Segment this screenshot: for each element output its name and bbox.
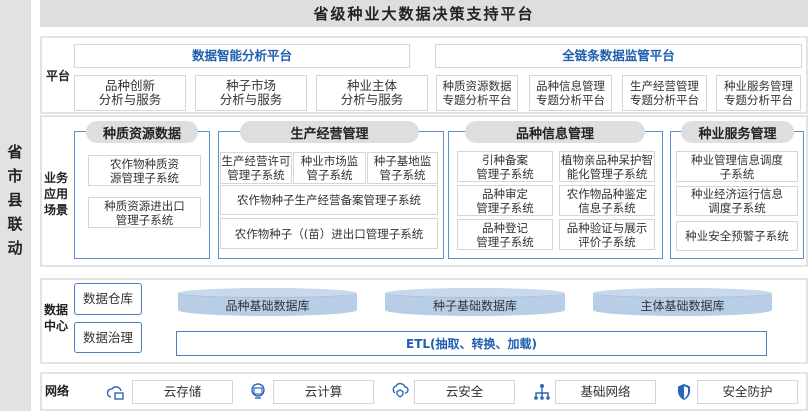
database-variety[interactable]: 品种基础数据库 (178, 288, 357, 316)
subsystem-item[interactable]: 生产经营许可 管理子系统 (220, 152, 292, 184)
platform-item[interactable]: 种质资源数据 专题分析平台 (436, 75, 518, 111)
network-label: 网络 (45, 384, 70, 398)
group-title: 生产经营管理 (240, 121, 419, 143)
subsystem-item[interactable]: 种质资源进出口 管理子系统 (88, 197, 201, 228)
group-germplasm (74, 131, 210, 259)
database-entity[interactable]: 主体基础数据库 (593, 288, 772, 316)
platform-item[interactable]: 种子市场 分析与服务 (195, 75, 307, 111)
right-platform-header: 全链条数据监管平台 (435, 44, 802, 68)
subsystem-item[interactable]: 引种备案 管理子系统 (457, 151, 553, 182)
subsystem-item[interactable]: 植物亲品种呆护智 能化管理子系统 (559, 151, 655, 182)
subsystem-item[interactable]: 品种验证与展示 评价子系统 (559, 219, 655, 250)
data-governance-box[interactable]: 数据治理 (74, 322, 142, 353)
database-seed[interactable]: 种子基础数据库 (385, 288, 565, 316)
data-center-label: 数据 中心 (44, 303, 69, 333)
subsystem-item[interactable]: 品种登记 管理子系统 (457, 219, 553, 250)
subsystem-item[interactable]: 种业安全预警子系统 (676, 221, 798, 251)
subsystem-item[interactable]: 农作物种子（(苗）进出口管理子系统 (220, 218, 438, 249)
database-label: 品种基础数据库 (225, 298, 310, 313)
subsystem-item[interactable]: 农作物种质资 源管理子系统 (88, 155, 201, 186)
side-bar (0, 0, 31, 411)
platform-item[interactable]: 种业服务管理 专题分析平台 (716, 75, 801, 111)
page-title: 省级种业大数据决策支持平台 (40, 0, 808, 27)
network-item[interactable]: 安全防护 (697, 380, 798, 404)
shield-icon (674, 382, 694, 402)
side-label: 省市县联动 (7, 143, 23, 257)
subsystem-item[interactable]: 种业经济运行信息 调度子系统 (676, 186, 798, 216)
database-label: 种子基础数据库 (432, 298, 517, 313)
subsystem-item[interactable]: 种子基地监 管子系统 (367, 152, 438, 184)
data-warehouse-box[interactable]: 数据仓库 (74, 283, 142, 315)
group-title: 种质资源数据 (86, 121, 198, 143)
network-topology-icon (532, 382, 552, 402)
business-label: 业务 应用 场景 (44, 171, 69, 217)
cloud-storage-icon (106, 382, 126, 402)
network-item[interactable]: 云计算 (273, 380, 374, 404)
platform-item[interactable]: 品种信息管理 专题分析平台 (529, 75, 612, 111)
subsystem-item[interactable]: 农作物种子生产经营备案管理子系统 (220, 185, 438, 215)
subsystem-item[interactable]: 品种审定 管理子系统 (457, 185, 553, 216)
left-platform-header: 数据智能分析平台 (74, 44, 410, 68)
database-label: 主体基础数据库 (640, 298, 725, 313)
subsystem-item[interactable]: 种业市场监 管子系统 (293, 152, 366, 184)
platform-item[interactable]: 生产经营管理 专题分析平台 (622, 75, 707, 111)
group-title: 种业服务管理 (681, 121, 794, 143)
etl-box[interactable]: ETL(抽取、转换、加载) (176, 331, 767, 356)
platform-label: 平台 (46, 69, 71, 83)
group-title: 品种信息管理 (465, 121, 645, 143)
network-item[interactable]: 基础网络 (555, 380, 656, 404)
subsystem-item[interactable]: 农作物品种鉴定 信息子系统 (559, 185, 655, 216)
cloud-security-icon (390, 381, 410, 401)
platform-item[interactable]: 种业主体 分析与服务 (316, 75, 428, 111)
network-item[interactable]: 云存储 (132, 380, 233, 404)
cloud-computing-icon (248, 382, 268, 402)
network-item[interactable]: 云安全 (414, 380, 515, 404)
subsystem-item[interactable]: 种业管理信息调度 子系统 (676, 151, 798, 182)
platform-item[interactable]: 品种创新 分析与服务 (74, 75, 186, 111)
